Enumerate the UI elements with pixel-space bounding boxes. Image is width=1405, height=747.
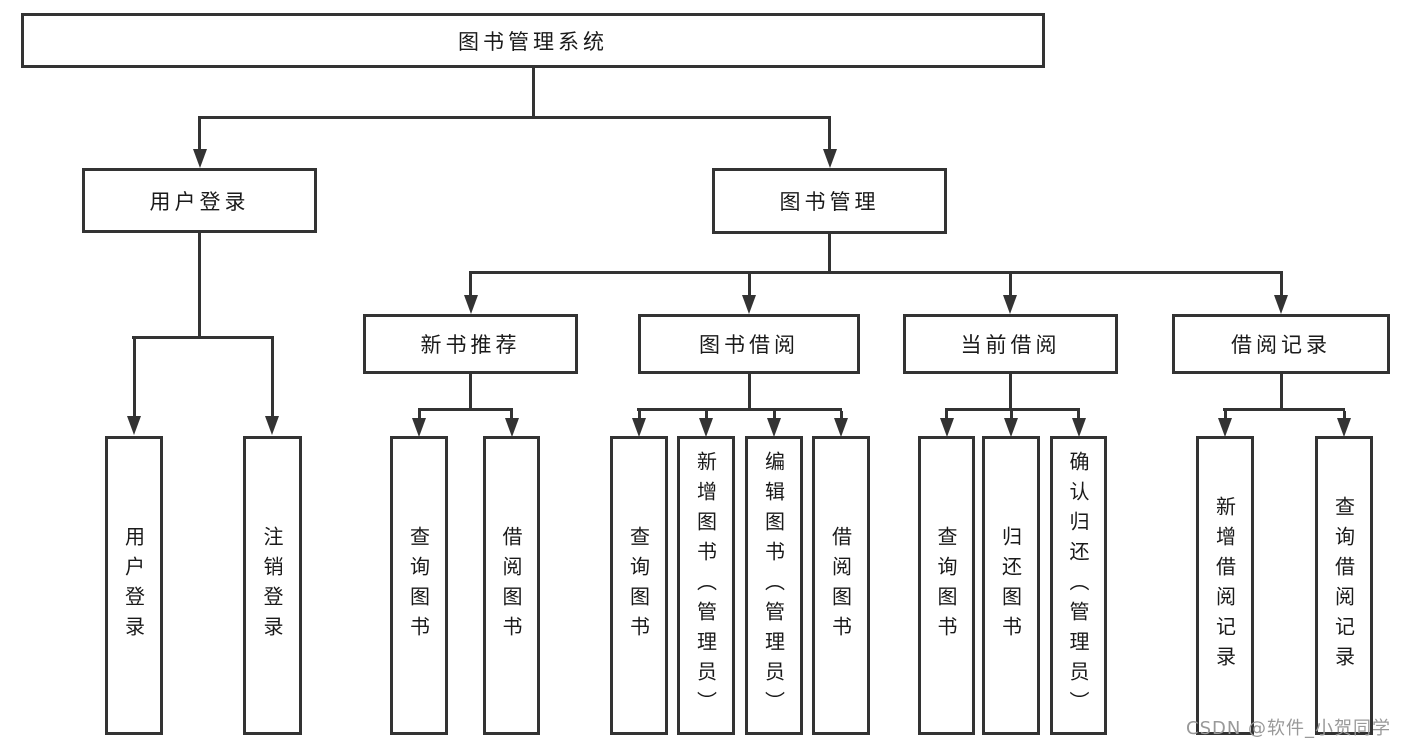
connector-root-vertical <box>532 68 535 119</box>
connector-to-new-book <box>469 274 472 295</box>
arrow-down-icon <box>1004 418 1018 437</box>
leaf-borrow-books: 借阅图书 <box>812 436 870 735</box>
arrow-down-icon <box>1003 295 1017 314</box>
connector-mgmt-horizontal <box>469 271 1283 274</box>
csdn-watermark: CSDN @软件_小贺同学 <box>1186 718 1392 739</box>
connector-g4-c1 <box>1224 411 1227 418</box>
connector-to-records <box>1280 274 1283 295</box>
connector-g2-horizontal <box>637 408 842 411</box>
leaf-user-login: 用户登录 <box>105 436 163 735</box>
arrow-down-icon <box>767 418 781 437</box>
arrow-down-icon <box>412 418 426 437</box>
connector-to-user-login <box>198 119 201 149</box>
connector-g3-c2 <box>1010 411 1013 418</box>
node-root: 图书管理系统 <box>21 13 1045 68</box>
leaf-query-books-current: 查询图书 <box>918 436 975 735</box>
arrow-down-icon <box>834 418 848 437</box>
arrow-down-icon <box>193 149 207 168</box>
connector-mgmt-vertical <box>828 234 831 274</box>
arrow-down-icon <box>1072 418 1086 437</box>
connector-g3-c1 <box>945 411 948 418</box>
leaf-query-borrow-record: 查询借阅记录 <box>1315 436 1373 735</box>
node-user-login: 用户登录 <box>82 168 317 233</box>
connector-to-logout <box>271 339 274 416</box>
connector-g1-horizontal <box>418 408 513 411</box>
leaf-query-books: 查询图书 <box>610 436 668 735</box>
connector-g1-vertical <box>469 374 472 411</box>
node-current-borrow: 当前借阅 <box>903 314 1118 374</box>
connector-user-vertical <box>198 233 201 339</box>
connector-level1-horizontal <box>198 116 831 119</box>
arrow-down-icon <box>940 418 954 437</box>
connector-to-book-mgmt <box>828 119 831 149</box>
leaf-logout: 注销登录 <box>243 436 302 735</box>
node-new-book-recommend: 新书推荐 <box>363 314 578 374</box>
connector-g2-vertical <box>748 374 751 411</box>
node-borrow-records: 借阅记录 <box>1172 314 1390 374</box>
arrow-down-icon <box>505 418 519 437</box>
connector-g3-horizontal <box>945 408 1080 411</box>
arrow-down-icon <box>265 416 279 435</box>
connector-to-borrow <box>748 274 751 295</box>
arrow-down-icon <box>742 295 756 314</box>
connector-to-current <box>1009 274 1012 295</box>
arrow-down-icon <box>127 416 141 435</box>
leaf-confirm-return-admin: 确认归还（管理员） <box>1050 436 1107 735</box>
arrow-down-icon <box>1274 295 1288 314</box>
leaf-borrow-books-recommend: 借阅图书 <box>483 436 540 735</box>
arrow-down-icon <box>823 149 837 168</box>
leaf-edit-books-admin: 编辑图书（管理员） <box>745 436 803 735</box>
arrow-down-icon <box>464 295 478 314</box>
arrow-down-icon <box>632 418 646 437</box>
connector-g2-c3 <box>773 411 776 418</box>
connector-g4-c2 <box>1343 411 1346 418</box>
connector-g3-c3 <box>1077 411 1080 418</box>
connector-g1-c2 <box>510 411 513 418</box>
connector-g1-c1 <box>418 411 421 418</box>
connector-g2-c2 <box>705 411 708 418</box>
leaf-add-borrow-record: 新增借阅记录 <box>1196 436 1254 735</box>
leaf-return-books: 归还图书 <box>982 436 1040 735</box>
arrow-down-icon <box>1337 418 1351 437</box>
connector-g4-horizontal <box>1223 408 1345 411</box>
leaf-query-books-recommend: 查询图书 <box>390 436 448 735</box>
connector-to-login <box>133 339 136 416</box>
connector-user-horizontal <box>132 336 274 339</box>
leaf-add-books-admin: 新增图书（管理员） <box>677 436 735 735</box>
node-book-management: 图书管理 <box>712 168 947 234</box>
arrow-down-icon <box>1218 418 1232 437</box>
node-book-borrow: 图书借阅 <box>638 314 860 374</box>
connector-g2-c4 <box>840 411 843 418</box>
arrow-down-icon <box>699 418 713 437</box>
connector-g2-c1 <box>638 411 641 418</box>
connector-g3-vertical <box>1009 374 1012 411</box>
connector-g4-vertical <box>1280 374 1283 411</box>
